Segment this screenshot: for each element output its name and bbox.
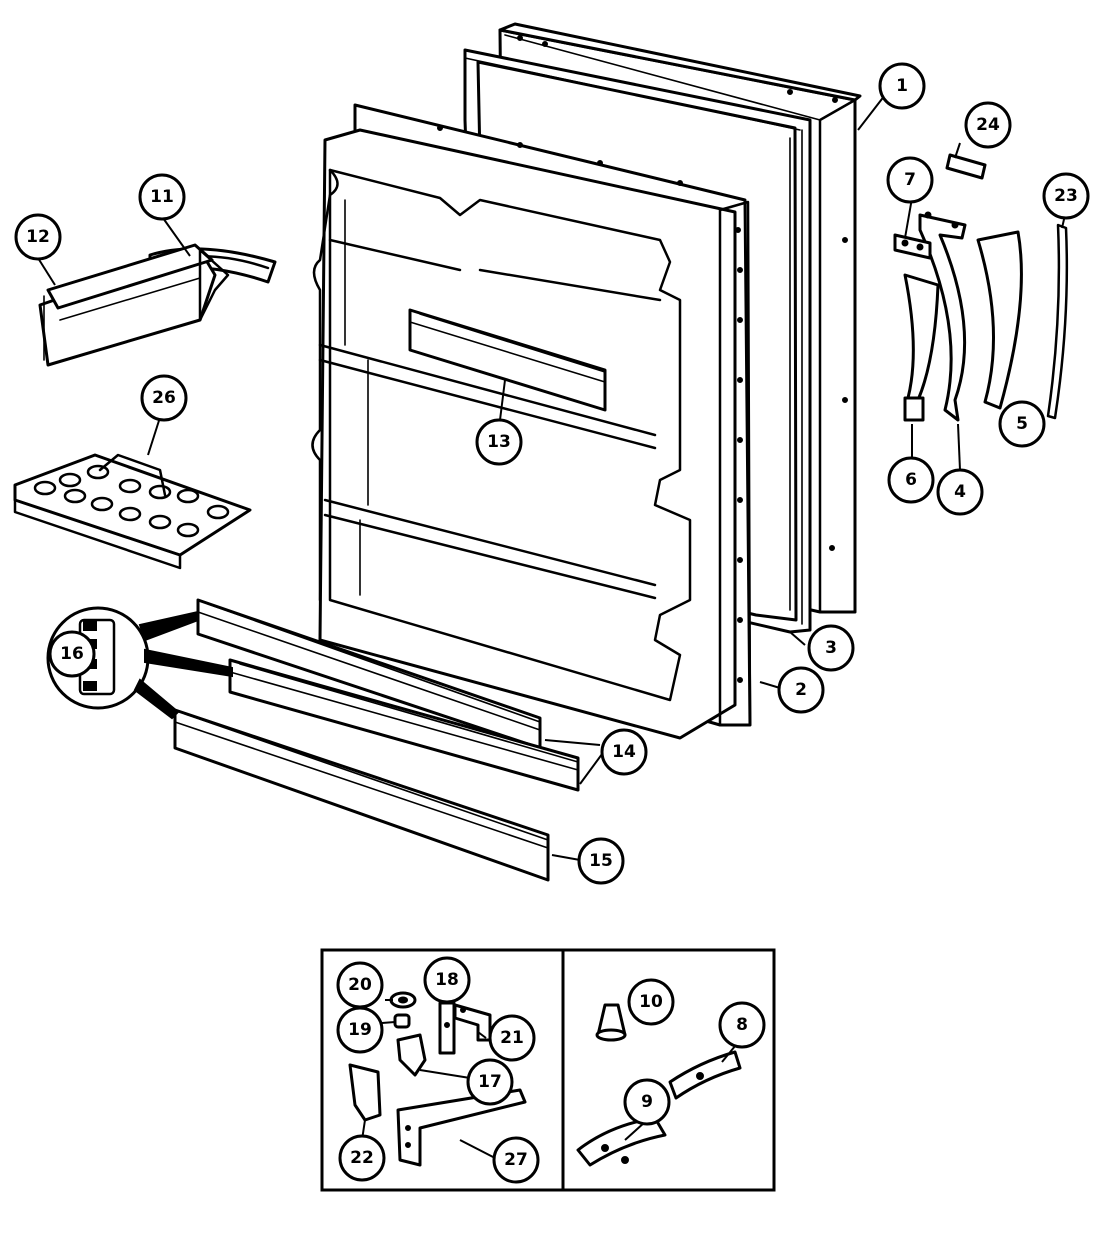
lower-hinge-bracket (348, 1063, 382, 1122)
svg-text:26: 26 (152, 388, 176, 408)
callout-14: 14 (600, 728, 648, 776)
callout-26: 26 (140, 374, 188, 422)
callout-9: 9 (623, 1078, 671, 1126)
svg-text:13: 13 (487, 432, 511, 452)
callout-7: 7 (886, 156, 934, 204)
svg-text:5: 5 (1016, 414, 1028, 434)
svg-text:23: 23 (1054, 186, 1078, 206)
callout-11: 11 (138, 173, 186, 221)
door-stop (595, 1003, 627, 1042)
door-liner (311, 103, 752, 740)
callout-8: 8 (718, 1001, 766, 1049)
callout-10: 10 (627, 978, 675, 1026)
svg-text:10: 10 (639, 992, 663, 1012)
door-handle-trim (1046, 223, 1069, 420)
callout-18: 18 (423, 956, 471, 1004)
callout-20: 20 (336, 961, 384, 1009)
svg-text:14: 14 (612, 742, 636, 762)
svg-text:15: 15 (589, 851, 613, 871)
callout-15: 15 (577, 837, 625, 885)
callout-23: 23 (1042, 172, 1090, 220)
svg-text:27: 27 (504, 1150, 528, 1170)
door-bar-lower (173, 708, 550, 882)
closer-cam-lower (576, 1116, 667, 1167)
svg-text:24: 24 (976, 115, 1000, 135)
callout-5: 5 (998, 400, 1046, 448)
callout-21: 21 (488, 1014, 536, 1062)
svg-text:3: 3 (825, 638, 837, 658)
washer (389, 991, 417, 1009)
hinge-bracket (918, 211, 967, 422)
svg-text:11: 11 (150, 187, 174, 207)
svg-text:6: 6 (905, 470, 917, 490)
svg-text:20: 20 (348, 975, 372, 995)
callout-1: 1 (878, 62, 926, 110)
svg-text:16: 16 (60, 644, 84, 664)
callout-13: 13 (475, 418, 523, 466)
callout-16: 16 (48, 630, 96, 678)
callout-24: 24 (964, 101, 1012, 149)
svg-text:22: 22 (350, 1148, 374, 1168)
butter-compartment (38, 243, 230, 367)
callout-17: 17 (466, 1058, 514, 1106)
svg-text:1: 1 (896, 76, 908, 96)
egg-tray (13, 453, 252, 570)
door-bar-middle (228, 658, 580, 792)
handle-insert (903, 273, 940, 422)
callout-22: 22 (338, 1134, 386, 1182)
hinge-shim (438, 1001, 456, 1055)
spacer (393, 1013, 411, 1029)
hinge-parts-inset (320, 948, 776, 1192)
callout-2: 2 (777, 666, 825, 714)
svg-text:8: 8 (736, 1015, 748, 1035)
svg-text:9: 9 (641, 1092, 653, 1112)
shelf-retainer-bar (408, 308, 607, 412)
callout-3: 3 (807, 624, 855, 672)
svg-text:2: 2 (795, 680, 807, 700)
svg-text:7: 7 (904, 170, 916, 190)
svg-text:18: 18 (435, 970, 459, 990)
hinge-plate (893, 233, 932, 260)
callout-19: 19 (336, 1006, 384, 1054)
handle-end-cap-small (945, 153, 987, 180)
callout-4: 4 (936, 468, 984, 516)
callout-6: 6 (887, 456, 935, 504)
handle (976, 230, 1023, 410)
hinge-cover (453, 1003, 492, 1042)
hinge-pin-bracket (396, 1033, 427, 1077)
svg-text:12: 12 (26, 227, 50, 247)
svg-text:21: 21 (500, 1028, 524, 1048)
svg-text:19: 19 (348, 1020, 372, 1040)
callout-12: 12 (14, 213, 62, 261)
svg-text:17: 17 (478, 1072, 502, 1092)
closer-cam-upper (668, 1050, 742, 1100)
svg-text:4: 4 (954, 482, 966, 502)
callout-27: 27 (492, 1136, 540, 1184)
